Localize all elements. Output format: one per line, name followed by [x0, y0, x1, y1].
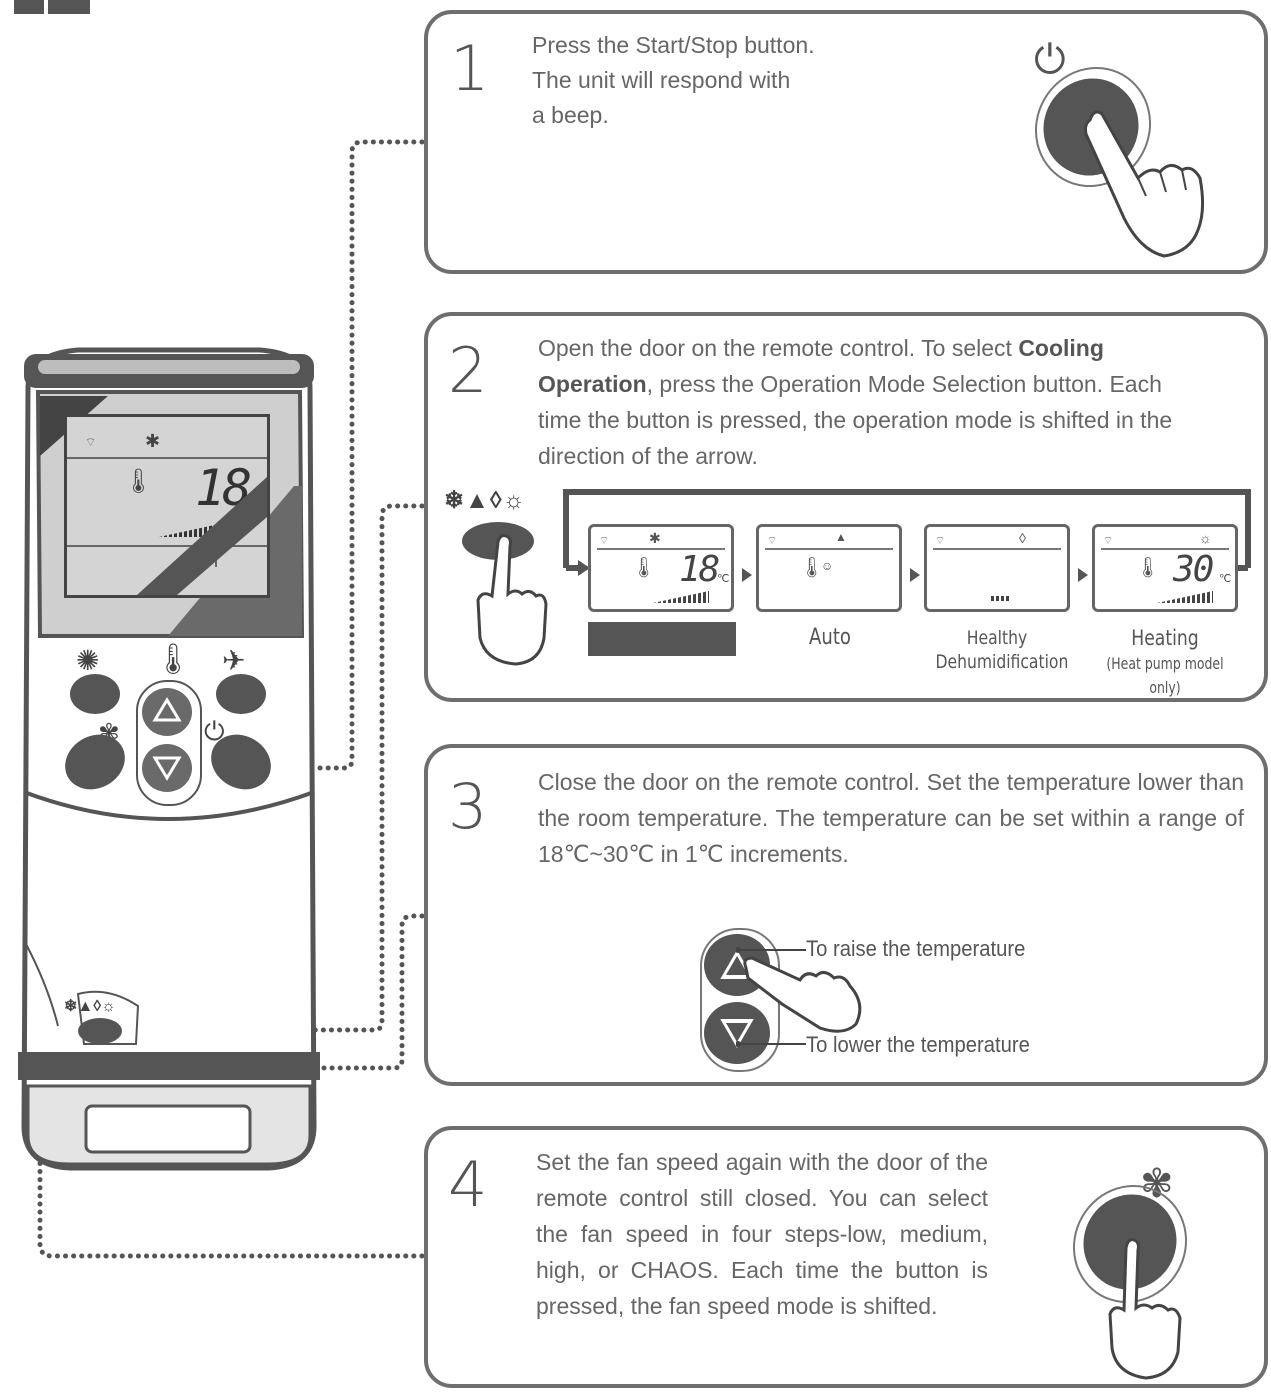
lcd-rule [933, 548, 1061, 550]
corner-mark [48, 0, 90, 14]
step-4-text: Set the fan speed again with the door of… [536, 1149, 988, 1319]
mode-lcd-auto: ⌔ ▲ 🌡 ☺ [756, 524, 902, 612]
mode-label: Healthy Dehumidification [935, 627, 1069, 673]
text-part: , press the Operation Mode Selection but… [538, 371, 1173, 469]
mode-lcd-heating: ⌔ ☼ 🌡 30 ℃ [1092, 524, 1238, 612]
hand-icon [1108, 1238, 1182, 1380]
temp-down-button [704, 1002, 770, 1064]
hand-icon [743, 956, 862, 1033]
corner-mark [14, 0, 44, 14]
lcd-rule [67, 545, 267, 547]
remote-control: ⌔ ✱ 🌡 18 ℃ ✺ 🌡 ✈ ✾ ⏻ ❄▲◊☼ [18, 346, 320, 1172]
thermometer-icon: 🌡 [631, 557, 657, 579]
power-icon: ⏻ [1034, 38, 1066, 82]
signal-icon: ⌔ [767, 535, 778, 547]
arrow-right-icon [742, 568, 752, 582]
callout-lines [736, 947, 806, 1047]
screen-glare [137, 477, 267, 595]
step-3-text: Close the door on the remote control. Se… [538, 769, 1244, 867]
text-line: Press the Start/Stop button. [532, 32, 815, 58]
step-number: 1 [450, 32, 490, 105]
mode-button[interactable] [78, 1018, 122, 1044]
arrow-right-icon [1078, 568, 1088, 582]
lcd-rule [1101, 548, 1229, 550]
swing-button[interactable] [70, 674, 120, 714]
step-number: 3 [448, 770, 488, 843]
step-number: 2 [448, 334, 488, 407]
snowflake-icon: ✱ [145, 431, 161, 451]
snowflake-icon: ✱ [649, 530, 661, 546]
auto-mode-icon: ▲ [835, 530, 847, 544]
hand-icon [1084, 110, 1205, 258]
mode-temp: 18 [679, 549, 720, 590]
text-line: The unit will respond with [532, 67, 791, 93]
mode-sublabel: (Heat pump model only) [1106, 654, 1224, 697]
cooling-label-box [588, 622, 736, 656]
mode-unit: ℃ [1219, 573, 1232, 585]
mode-label: Auto [809, 625, 851, 650]
thermometer-icon: 🌡 [154, 643, 193, 676]
step-number: 4 [448, 1148, 488, 1221]
air-direction-icon: ✈ [222, 645, 246, 676]
text-bold: Cooling [1018, 335, 1104, 361]
thermometer-icon: 🌡 [123, 468, 154, 495]
raise-label: To raise the temperature [806, 936, 1026, 961]
mode-lcd-cooling: ⌔ ✱ 🌡 18 ℃ [588, 524, 734, 612]
swing-icon: ✺ [76, 645, 100, 676]
drop-icon: ◊ [1019, 530, 1026, 546]
lcd-rule [597, 548, 725, 550]
text-part: Open the door on the remote control. To … [538, 335, 1019, 361]
text-line: a beep. [532, 102, 609, 128]
cycle-arrow [563, 489, 1251, 576]
thermometer-icon: 🌡 [799, 557, 825, 579]
mode-unit: ℃ [717, 573, 730, 585]
mode-label: Heating [1131, 626, 1199, 650]
text-bold: Operation [538, 371, 647, 397]
fan-level-bars [653, 591, 709, 603]
mode-icons: ❄▲◊☼ [444, 487, 526, 514]
lower-label: To lower the temperature [806, 1032, 1030, 1057]
signal-icon: ⌔ [599, 535, 610, 547]
thermometer-icon: 🌡 [1135, 557, 1161, 579]
mode-lcd-dehumidify: ⌔ ◊ [924, 524, 1070, 612]
auto-smile-icon: ☺ [821, 559, 834, 573]
step-1-text: Press the Start/Stop button. The unit wi… [532, 28, 892, 133]
lcd-rule [67, 457, 267, 459]
lcd-rule [765, 548, 893, 550]
mode-icons: ❄▲◊☼ [64, 998, 116, 1015]
remote-lcd: ⌔ ✱ 🌡 18 ℃ [64, 414, 270, 598]
signal-icon: ⌔ [935, 535, 946, 547]
mode-temp: 30 [1173, 549, 1214, 590]
signal-icon: ⌔ [1103, 535, 1114, 547]
fan-level-bars [1157, 591, 1213, 603]
fan-level-bars [991, 596, 1009, 601]
temp-down-button[interactable] [142, 744, 192, 792]
arrow-right-icon [910, 568, 920, 582]
sun-icon: ☼ [1199, 530, 1212, 546]
temp-up-button[interactable] [142, 688, 192, 736]
hand-icon [476, 534, 548, 666]
signal-icon: ⌔ [85, 435, 97, 449]
air-direction-button[interactable] [216, 674, 266, 714]
step-2-text: Open the door on the remote control. To … [538, 330, 1210, 474]
